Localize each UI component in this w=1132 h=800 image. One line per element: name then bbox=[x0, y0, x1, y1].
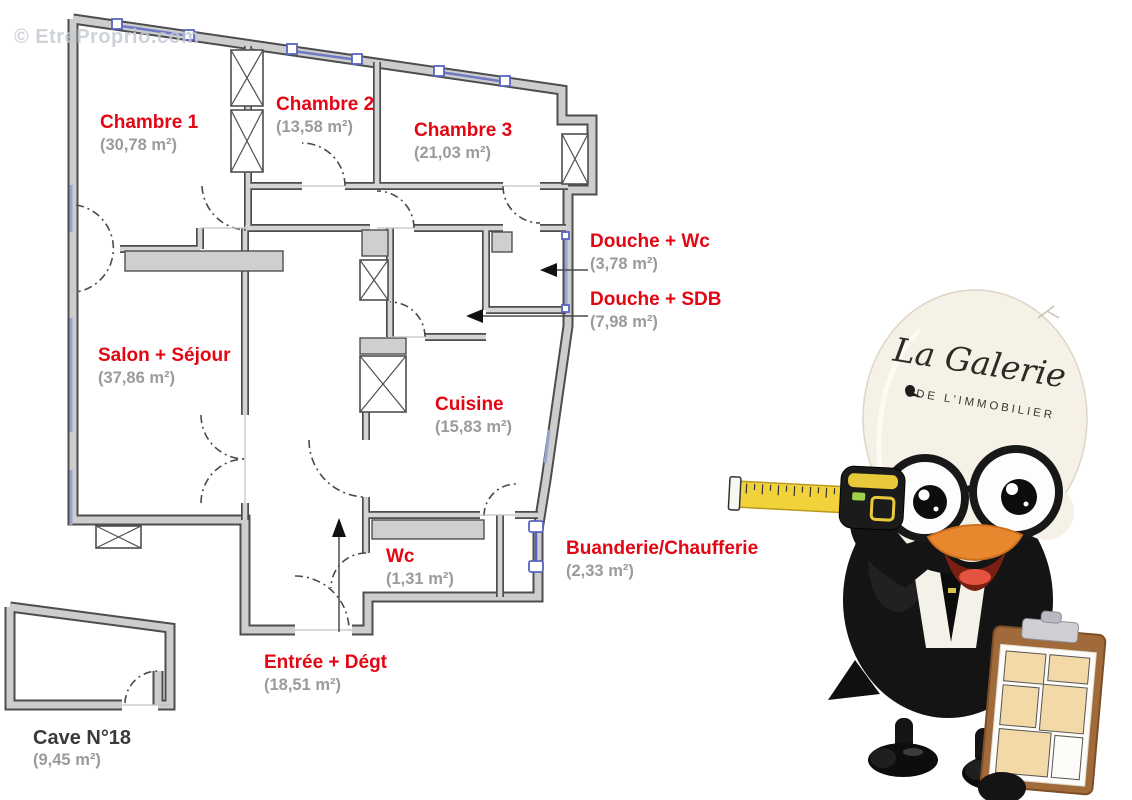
built-in-closets bbox=[124, 229, 513, 540]
mascot-beak bbox=[926, 524, 1024, 591]
outer-walls bbox=[67, 13, 598, 636]
mini-floor-plan bbox=[994, 650, 1091, 781]
tape-measure bbox=[727, 465, 906, 531]
shell-crack bbox=[1037, 305, 1060, 319]
tie-clip bbox=[948, 588, 956, 593]
clipboard bbox=[979, 610, 1107, 796]
arrow-douche-wc bbox=[540, 263, 588, 277]
window-right-wall bbox=[543, 231, 570, 464]
interior-walls bbox=[120, 46, 568, 597]
bird-logo-icon bbox=[905, 385, 921, 397]
window-top-3 bbox=[433, 65, 511, 87]
windows bbox=[69, 18, 570, 573]
window-top-1 bbox=[111, 18, 195, 41]
tape-end-hook bbox=[727, 476, 742, 511]
opening-lines bbox=[122, 185, 540, 706]
arrow-douche-sdb bbox=[466, 309, 588, 323]
level-window bbox=[852, 492, 866, 501]
cave-walls bbox=[4, 601, 176, 711]
floor-plan bbox=[4, 13, 598, 711]
shell-highlight bbox=[876, 328, 922, 471]
window-top-2 bbox=[286, 43, 363, 65]
shaft-boxes bbox=[95, 49, 589, 549]
mascot-tail bbox=[828, 660, 880, 700]
door-arcs bbox=[75, 142, 541, 704]
radiator-buanderie bbox=[528, 520, 544, 573]
entrance-arrow bbox=[332, 518, 346, 632]
mascot-right-hand bbox=[978, 772, 1026, 800]
mascot: La Galerie DE L'IMMOBILIER bbox=[727, 289, 1107, 800]
